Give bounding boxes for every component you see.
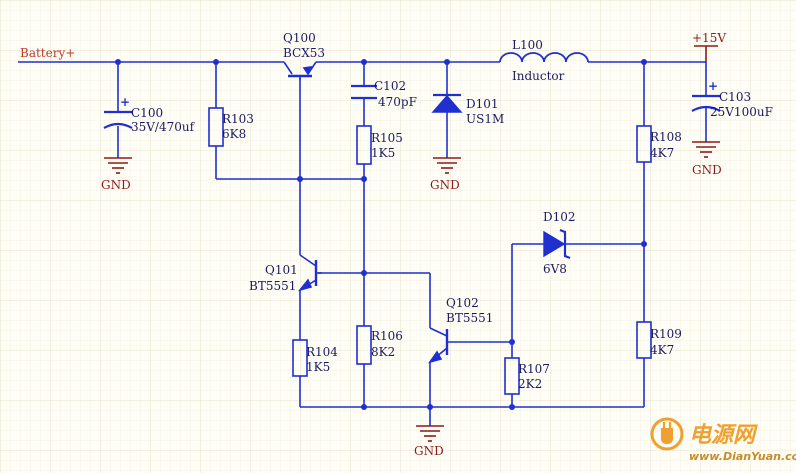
resistor-r106[interactable]: R106 8K2: [356, 325, 403, 365]
wires: [18, 61, 707, 426]
gnd-label-d101: GND: [430, 178, 460, 192]
power-plug-icon: [650, 417, 684, 451]
r104-value: 1K5: [306, 360, 330, 374]
power-label-plus15v: +15V: [692, 31, 726, 45]
r106-value: 8K2: [371, 345, 395, 359]
resistor-r103[interactable]: R103 6K8: [208, 107, 254, 147]
inductor-l100[interactable]: L100 Inductor: [499, 38, 589, 83]
l100-designator: L100: [512, 38, 543, 52]
c102-designator: C102: [374, 79, 406, 93]
net-label-battery: Battery+: [20, 46, 75, 60]
transistor-q102[interactable]: Q102 BT5551: [428, 296, 493, 364]
diode-d101[interactable]: D101 US1M: [431, 93, 504, 126]
gnd-label-c100: GND: [101, 178, 131, 192]
r103-value: 6K8: [222, 127, 246, 141]
ground-symbol-d101: [433, 157, 461, 174]
ground-symbol-c103: [692, 141, 720, 158]
ground-symbol-bottom: [416, 425, 444, 442]
r107-designator: R107: [518, 362, 550, 376]
q101-value: BT5551: [249, 279, 296, 293]
q102-designator: Q102: [446, 296, 479, 310]
gnd-label-bottom: GND: [414, 444, 444, 458]
d102-designator: D102: [543, 210, 576, 224]
d101-designator: D101: [466, 97, 499, 111]
transistor-q100[interactable]: Q100 BCX53: [283, 31, 325, 80]
resistor-r105[interactable]: R105 1K5: [356, 125, 403, 165]
r107-value: 2K2: [518, 377, 542, 391]
resistor-r104[interactable]: R104 1K5: [292, 339, 338, 377]
polarity-plus-icon: +: [708, 79, 718, 93]
r109-designator: R109: [650, 327, 682, 341]
gnd-label-c103: GND: [692, 163, 722, 177]
polarity-plus-icon: +: [120, 95, 130, 109]
q100-value: BCX53: [283, 46, 325, 60]
r109-value: 4K7: [650, 343, 674, 357]
capacitor-c102[interactable]: C102 470pF: [351, 79, 417, 109]
c102-value: 470pF: [378, 95, 417, 109]
power-port-plus15v: +15V: [692, 31, 726, 62]
r108-designator: R108: [650, 130, 682, 144]
q102-value: BT5551: [446, 311, 493, 325]
c100-designator: C100: [131, 106, 163, 120]
r104-designator: R104: [306, 345, 338, 359]
resistor-r109[interactable]: R109 4K7: [636, 321, 682, 359]
capacitor-c103[interactable]: + C103 25V100uF: [691, 79, 773, 119]
watermark-site: www.DianYuan.com: [689, 450, 796, 463]
ground-symbol-c100: [104, 157, 132, 174]
zener-diode-d102[interactable]: D102 6V8: [543, 210, 576, 276]
d102-value: 6V8: [543, 262, 567, 276]
c103-value: 25V100uF: [710, 105, 773, 119]
watermark-brand: 电源网: [689, 423, 758, 448]
junctions: [115, 59, 647, 410]
r105-value: 1K5: [371, 146, 395, 160]
c103-designator: C103: [719, 90, 751, 104]
q100-designator: Q100: [283, 31, 316, 45]
l100-value: Inductor: [512, 69, 565, 83]
r105-designator: R105: [371, 131, 403, 145]
q101-designator: Q101: [265, 263, 298, 277]
resistor-r107[interactable]: R107 2K2: [504, 357, 550, 395]
watermark: 电源网 www.DianYuan.com: [650, 417, 796, 463]
capacitor-c100[interactable]: + C100 35V/470uf: [103, 95, 196, 134]
c100-value: 35V/470uf: [131, 120, 196, 134]
transistor-q101[interactable]: Q101 BT5551: [249, 254, 322, 293]
r106-designator: R106: [371, 329, 403, 343]
d101-value: US1M: [466, 112, 504, 126]
r103-designator: R103: [222, 112, 254, 126]
resistor-r108[interactable]: R108 4K7: [636, 125, 682, 163]
r108-value: 4K7: [650, 146, 674, 160]
